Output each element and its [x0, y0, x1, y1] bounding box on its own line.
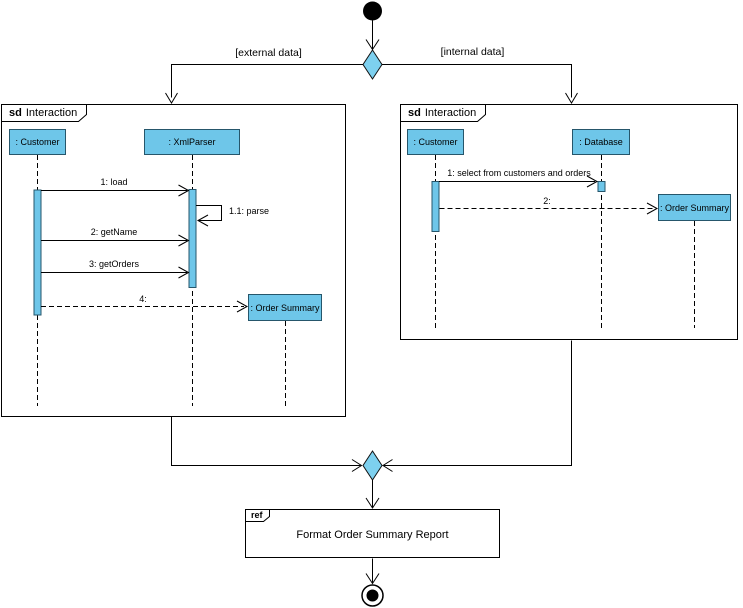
- lifeline-head-database[interactable]: : Database: [572, 129, 630, 155]
- lifeline-label: : Order Summary: [659, 202, 729, 213]
- frame-tag: sd: [408, 107, 421, 119]
- message-load[interactable]: [41, 184, 190, 197]
- frame-header-pentagon: [1, 104, 87, 122]
- flow-decision-to-left-frame[interactable]: [165, 64, 364, 104]
- frame-header-pentagon: [245, 509, 270, 522]
- message-label-select: 1: select from customers and orders: [447, 168, 591, 178]
- lifeline-head-xmlparser[interactable]: : XmlParser: [144, 129, 240, 155]
- initial-node[interactable]: [363, 1, 382, 21]
- lifeline-head-order-summary-right[interactable]: : Order Summary: [658, 194, 731, 221]
- flow-right-frame-to-merge[interactable]: [382, 340, 572, 472]
- activation-customer-left[interactable]: [33, 189, 42, 316]
- frame-name: Interaction: [424, 107, 477, 119]
- activation-xmlparser[interactable]: [188, 189, 197, 288]
- message-select[interactable]: [439, 175, 599, 188]
- message-create-order-summary-left[interactable]: [41, 300, 249, 313]
- message-label-getname: 2: getName: [90, 227, 138, 237]
- flow-decision-to-right-frame[interactable]: [382, 64, 578, 104]
- guard-label-internal: [internal data]: [440, 46, 505, 58]
- activation-customer-right[interactable]: [431, 181, 440, 232]
- lifeline-head-customer-left[interactable]: : Customer: [9, 129, 66, 155]
- message-create-order-summary-right[interactable]: [439, 202, 659, 215]
- merge-diamond[interactable]: [362, 450, 383, 481]
- ref-tag: ref: [251, 510, 263, 520]
- guard-label-external: [external data]: [235, 47, 302, 59]
- frame-name: Interaction: [25, 107, 78, 119]
- frame-header-pentagon: [400, 104, 486, 122]
- lifeline-label: : Database: [579, 137, 623, 147]
- frame-tag: sd: [9, 107, 22, 119]
- flow-ref-to-final[interactable]: [365, 558, 380, 585]
- flow-left-frame-to-merge[interactable]: [171, 416, 363, 472]
- lifeline-label: : Order Summary: [250, 302, 320, 313]
- message-getorders[interactable]: [41, 266, 190, 279]
- lifeline-label: : Customer: [15, 137, 60, 147]
- lifeline-head-order-summary-left[interactable]: : Order Summary: [248, 294, 322, 321]
- ref-label: Format Order Summary Report: [296, 529, 449, 541]
- message-getname[interactable]: [41, 234, 190, 247]
- lifeline-head-customer-right[interactable]: : Customer: [407, 129, 464, 155]
- ref-frame[interactable]: ref Format Order Summary Report: [245, 509, 500, 558]
- message-label-create-right: 2:: [543, 196, 551, 206]
- message-parse-self[interactable]: [196, 205, 222, 227]
- message-label-create-left: 4:: [139, 294, 147, 304]
- flow-initial-to-decision[interactable]: [365, 20, 380, 51]
- lifeline-label: : XmlParser: [168, 137, 216, 147]
- message-label-getorders: 3: getOrders: [88, 259, 140, 269]
- activation-database[interactable]: [597, 181, 606, 192]
- message-label-load: 1: load: [100, 177, 128, 187]
- final-node[interactable]: [361, 584, 384, 607]
- message-label-parse: 1.1: parse: [229, 206, 270, 216]
- flow-merge-to-ref[interactable]: [365, 480, 380, 509]
- decision-diamond[interactable]: [362, 49, 383, 80]
- lifeline-label: : Customer: [413, 137, 458, 147]
